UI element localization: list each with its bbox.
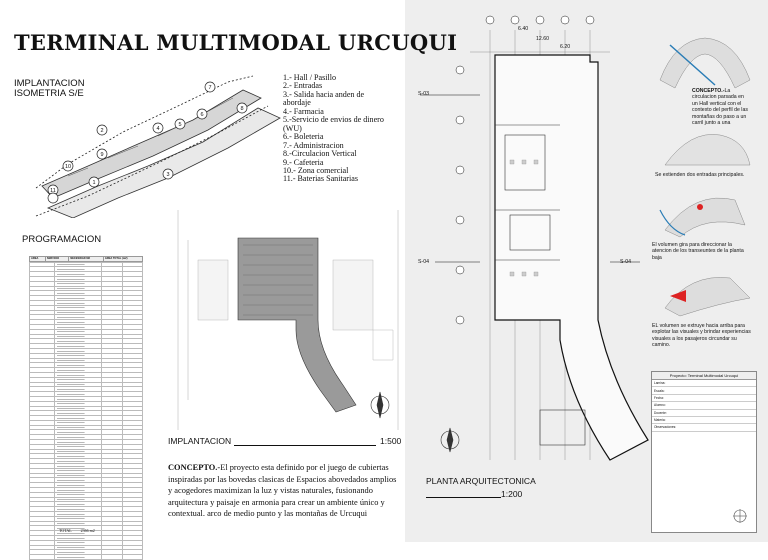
program-row [29, 443, 144, 450]
program-total-value: 2366 m2 [80, 528, 95, 533]
concept-diagram-1 [659, 37, 751, 89]
side-concept-text-1: La circulacion parsada en un Hall vertic… [692, 88, 748, 127]
legend-item: (WU) [283, 124, 302, 133]
legend-item: 11.- Baterias Sanitarias [283, 175, 358, 184]
iso-marker-1: 1 [92, 180, 95, 186]
title-block: Proyecto: Terminal Multimodal Urcuqui La… [651, 371, 757, 533]
legend-item: 9.- Cafeteria [283, 158, 324, 167]
legend-item: 4.- Farmacia [283, 107, 324, 116]
legend-item: 5.-Servicio de envios de dinero [283, 116, 384, 125]
title-block-row: Materia: [652, 417, 756, 425]
site-plan-title: IMPLANTACION [168, 436, 232, 446]
title-block-row: Docente: [652, 410, 756, 417]
iso-marker-11: 11 [50, 188, 56, 194]
program-header-area: AREA [29, 256, 46, 262]
title-block-row: Escala: [652, 387, 756, 395]
side-concept-2: Se extienden dos entradas principales. [655, 172, 745, 178]
iso-marker-6: 6 [200, 112, 203, 118]
concept-diagram-4 [664, 277, 751, 317]
side-concept-3: El volumen gira para direccionar la aten… [652, 242, 744, 261]
title-block-row: Alumno: [652, 402, 756, 410]
floor-plan-scale: 1:200 [501, 489, 523, 499]
program-total-label: TOTAL [59, 528, 72, 533]
concept-diagram-2 [664, 134, 751, 166]
site-plan-drawing [177, 210, 399, 430]
section-mark-right: S-04 [620, 259, 631, 265]
floor-plan-title: PLANTA ARQUITECTONICA [426, 476, 536, 486]
concept-paragraph: CONCEPTO.-El proyecto esta definido por … [168, 462, 400, 520]
iso-marker-8: 8 [240, 106, 243, 112]
legend-item: abordaje [283, 99, 311, 108]
floor-plan-drawing [420, 15, 649, 461]
legend-item: 6.- Boleteria [283, 133, 324, 142]
section-mark-top: S-03 [418, 91, 429, 97]
legend-item: 10.- Zona comercial [283, 166, 349, 175]
legend-item: 3.- Salida hacia anden de [283, 90, 365, 99]
program-rows [29, 261, 144, 560]
isometric-drawing: 1 2 3 4 5 6 7 8 9 10 11 [35, 75, 281, 218]
page-title: TERMINAL MULTIMODAL URCUQUI [14, 30, 458, 55]
program-row [29, 511, 144, 517]
title-block-row: Lamina: [652, 380, 756, 388]
program-total: TOTAL 2366 m2 [59, 528, 95, 533]
iso-marker-10: 10 [65, 164, 71, 170]
concept-diagram-3 [659, 197, 746, 238]
iso-marker-5: 5 [178, 122, 181, 128]
spaces-legend: 1.- Hall / Pasillo 2.- Entradas 3.- Sali… [283, 74, 403, 184]
isometry-label: IMPLANTACION ISOMETRIA S/E [14, 78, 85, 99]
concept-text: El proyecto esta definido por el juego d… [168, 463, 397, 519]
dim-total: 12.60 [536, 36, 549, 42]
legend-item: 8.-Circulacion Vertical [283, 150, 357, 159]
program-row [29, 487, 144, 493]
side-concept-label: CONCEPTO.- [692, 88, 725, 94]
legend-item: 2.- Entradas [283, 82, 323, 91]
dim-top-1: 6.40 [518, 26, 529, 32]
site-plan-scale: 1:500 [380, 436, 402, 446]
program-label: PROGRAMACION [22, 234, 102, 245]
concept-label: CONCEPTO.- [168, 463, 221, 472]
section-mark-left: S-04 [418, 259, 429, 265]
floor-plan-underline [426, 497, 501, 498]
iso-marker-3: 3 [166, 172, 169, 178]
iso-marker-2: 2 [100, 128, 103, 134]
dim-top-2: 6.20 [560, 44, 571, 50]
program-table: AREA SERVICIO NECESIDAD M2 AREA TOTAL (m… [29, 256, 144, 560]
program-header-service: SERVICIO [44, 256, 70, 262]
program-row [29, 477, 144, 484]
iso-marker-9: 9 [100, 152, 103, 158]
program-row [29, 554, 144, 560]
site-plan-underline [234, 445, 376, 446]
side-concept-4: EL volumen se extruye hacia arriba para … [652, 323, 751, 349]
title-block-row: Fecha: [652, 395, 756, 403]
floor-compass [440, 427, 460, 453]
compass-rose [370, 391, 390, 419]
title-block-row: Observaciones: [652, 424, 756, 432]
iso-marker-4: 4 [156, 126, 159, 132]
iso-markers [47, 81, 248, 204]
program-header-need: NECESIDAD M2 [68, 256, 104, 262]
program-header-total: AREA TOTAL (m2) [102, 256, 144, 262]
title-block-header: Proyecto: Terminal Multimodal Urcuqui [652, 372, 756, 380]
iso-marker-7: 7 [208, 85, 211, 91]
legend-item: 7.- Administracion [283, 141, 344, 150]
side-concept-1: CONCEPTO.-La circulacion parsada en un H… [692, 88, 750, 126]
title-block-compass-icon [733, 509, 747, 523]
legend-item: 1.- Hall / Pasillo [283, 74, 337, 82]
